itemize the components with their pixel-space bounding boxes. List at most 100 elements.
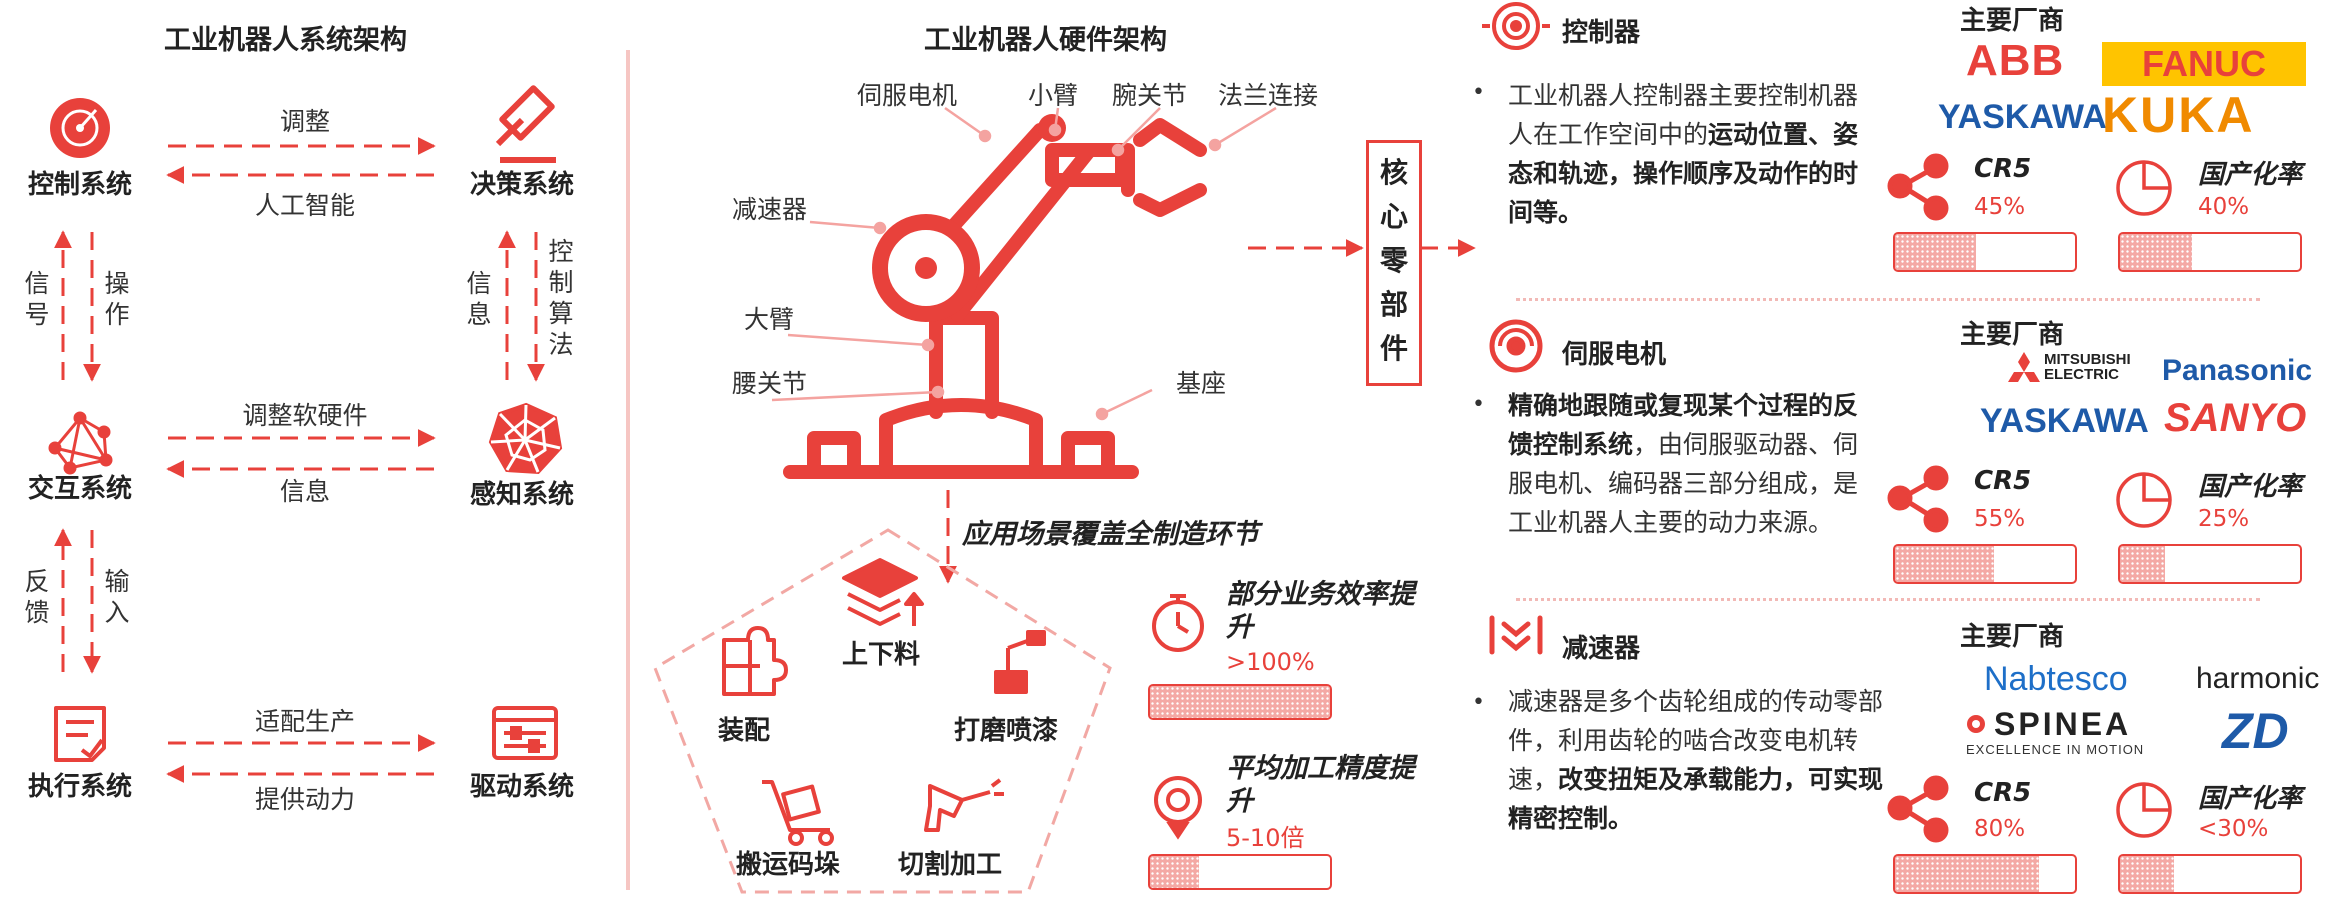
edge-label-input: 输入 — [104, 567, 130, 627]
pie-icon-1 — [2116, 160, 2172, 216]
share-icon-1 — [1887, 153, 1949, 221]
app-cutting: 切割加工 — [898, 850, 1003, 880]
share-icon-2 — [1887, 465, 1949, 533]
servo-localization-label: 国产化率 — [2198, 472, 2303, 502]
component-controller-desc: 工业机器人控制器主要控制机器人在工作空间中的运动位置、姿态和轨迹，操作顺序及动作… — [1508, 81, 1859, 227]
spray-robot-icon — [994, 630, 1046, 694]
controller-localization-bar — [2118, 232, 2302, 272]
component-servo-desc: 精确地跟随或复现某个过程的反馈控制系统，由伺服驱动器、伺服电机、编码器三部分组成… — [1508, 391, 1859, 537]
reducer-localization-bar — [2118, 854, 2302, 894]
edge-label-ai: 人工智能 — [254, 191, 355, 220]
app-loading: 上下料 — [842, 640, 921, 670]
scenario-pentagon — [653, 528, 1112, 894]
reducer-localization-label: 国产化率 — [2198, 784, 2303, 814]
controller-icon — [1482, 2, 1550, 50]
left-section-title: 工业机器人系统架构 — [164, 25, 407, 56]
pie-icon-2 — [2116, 472, 2172, 528]
servo-cr5-bar-fill — [1895, 546, 1994, 582]
metric-precision-value: 5-10倍 — [1226, 824, 1305, 852]
servo-cr5-label: CR5 — [1974, 466, 2032, 496]
logo-kuka: KUKA — [2102, 87, 2255, 143]
middle-section-title: 工业机器人硬件架构 — [924, 25, 1167, 56]
metric-precision-title: 平均加工精度提升 — [1226, 753, 1415, 817]
target-icon — [50, 98, 110, 158]
node-decision-system: 决策系统 — [469, 170, 574, 200]
servo-motor-icon — [1489, 319, 1543, 373]
stack-icon — [842, 558, 924, 626]
component-reducer-desc: 减速器是多个齿轮组成的传动零部件，利用齿轮的啮合改变电机转速，改变扭矩及承载能力… — [1508, 687, 1884, 833]
part-big-arm: 大臂 — [744, 305, 795, 334]
logo-harmonic: harmonic — [2196, 662, 2320, 695]
component-servo-title: 伺服电机 — [1562, 340, 1667, 370]
controller-vendors-label: 主要厂商 — [1960, 6, 2065, 36]
reducer-cr5-label: CR5 — [1974, 778, 2032, 808]
servo-cr5-bar — [1893, 544, 2077, 584]
logo-sanyo: SANYO — [2164, 396, 2307, 440]
metric-efficiency-title: 部分业务效率提升 — [1226, 579, 1415, 643]
checklist-icon — [54, 706, 106, 762]
reducer-localization-value: <30% — [2198, 816, 2269, 842]
part-reducer: 减速器 — [732, 195, 808, 224]
reducer-icon — [1489, 615, 1543, 655]
node-perception-system: 感知系统 — [469, 480, 574, 510]
reducer-localization-bar-fill — [2120, 856, 2174, 892]
edge-label-info-vertical: 信息 — [466, 269, 492, 329]
robot-arm-icon — [783, 114, 1207, 479]
part-servo-motor: 伺服电机 — [857, 81, 958, 110]
app-palletizing: 搬运码垛 — [736, 850, 841, 880]
servo-vendors-label: 主要厂商 — [1960, 320, 2065, 350]
part-base: 基座 — [1176, 369, 1227, 398]
bullet-dot: • — [1472, 690, 1485, 715]
metric-efficiency-bar — [1148, 684, 1332, 720]
edge-label-power: 提供动力 — [254, 785, 355, 814]
node-drive-system: 驱动系统 — [469, 772, 574, 802]
logo-panasonic: Panasonic — [2162, 354, 2313, 387]
part-forearm: 小臂 — [1028, 81, 1079, 110]
component-controller-title: 控制器 — [1562, 18, 1641, 48]
servo-cr5-value: 55% — [1974, 506, 2026, 532]
edge-label-adapt: 适配生产 — [254, 707, 355, 736]
core-components-box: 核心零部件 — [1366, 140, 1422, 386]
edge-label-info: 信息 — [279, 477, 330, 506]
separator-2 — [1516, 598, 2260, 601]
spinea-logo-mark — [1967, 715, 1985, 733]
servo-localization-bar-fill — [2120, 546, 2165, 582]
part-wrist: 腕关节 — [1112, 81, 1188, 110]
scenario-caption: 应用场景覆盖全制造环节 — [962, 519, 1259, 550]
controller-localization-bar-fill — [2120, 234, 2192, 270]
bullet-dot: • — [1472, 80, 1485, 105]
logo-yaskawa: YASKAWA — [1938, 98, 2107, 136]
reducer-cr5-bar — [1893, 854, 2077, 894]
web-icon — [488, 402, 563, 475]
part-waist-joint: 腰关节 — [732, 369, 808, 398]
edge-label-adjust: 调整 — [279, 107, 330, 136]
reducer-cr5-bar-fill — [1895, 856, 2039, 892]
precision-target-icon — [1154, 776, 1202, 840]
part-flange: 法兰连接 — [1218, 81, 1319, 110]
mitsubishi-logo-mark — [2008, 352, 2040, 382]
logo-zd: ZD — [2222, 703, 2289, 759]
reducer-cr5-value: 80% — [1974, 816, 2026, 842]
node-execution-system: 执行系统 — [27, 772, 132, 802]
gavel-icon — [495, 85, 556, 163]
app-assembly: 装配 — [718, 716, 771, 746]
stopwatch-icon — [1152, 594, 1204, 652]
edge-label-adjust-hw: 调整软硬件 — [242, 401, 368, 430]
share-icon-3 — [1887, 775, 1949, 843]
edge-label-feedback: 反馈 — [24, 567, 50, 627]
hand-truck-icon — [762, 780, 834, 846]
edge-label-control-algorithm: 控制算法 — [548, 237, 574, 359]
network-icon — [48, 411, 113, 475]
controller-cr5-label: CR5 — [1974, 154, 2032, 184]
controller-cr5-bar — [1893, 232, 2077, 272]
reducer-vendors-label: 主要厂商 — [1960, 622, 2065, 652]
servo-localization-value: 25% — [2198, 506, 2250, 532]
separator-1 — [1516, 298, 2260, 301]
node-control-system: 控制系统 — [27, 170, 132, 200]
servo-localization-bar — [2118, 544, 2302, 584]
component-reducer-title: 减速器 — [1562, 634, 1641, 664]
controller-localization-value: 40% — [2198, 194, 2250, 220]
metric-efficiency-bar-fill — [1150, 686, 1330, 718]
